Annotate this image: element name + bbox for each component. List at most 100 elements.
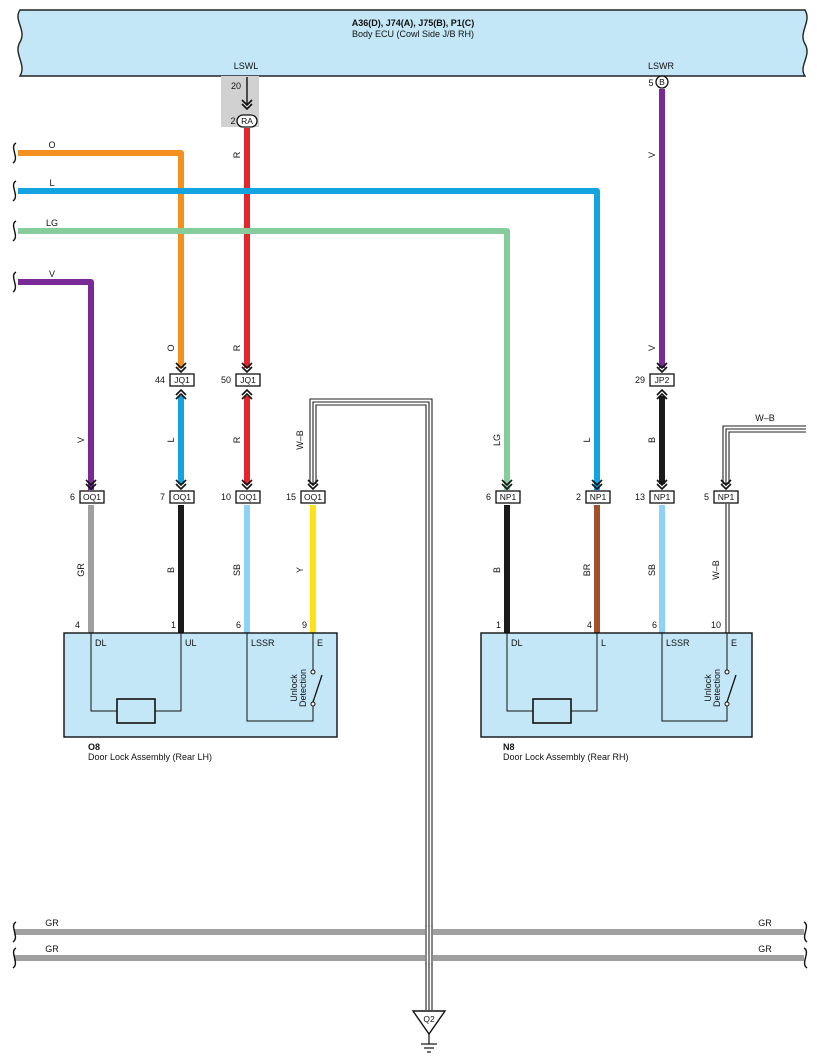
label-v-mid: V bbox=[76, 437, 86, 443]
rh-detection-line2: Detection bbox=[712, 669, 722, 707]
left-input-label-l: L bbox=[49, 178, 54, 188]
rh-pin-3: 6 bbox=[652, 620, 657, 630]
door-lock-assembly-rear-rh: 1 4 6 10 DL L LSSR E Unlock Detection N8… bbox=[480, 620, 753, 762]
jp2-pin: 29 bbox=[635, 375, 645, 385]
junction-connector-jq1-50: JQ1 50 bbox=[221, 362, 261, 400]
oq1-0-pin: 6 bbox=[70, 492, 75, 502]
ground-q2: Q2 bbox=[411, 1010, 447, 1053]
label-wb-right-top: W–B bbox=[755, 413, 775, 423]
wire-violet-left bbox=[18, 279, 94, 490]
np1-0-name: NP1 bbox=[500, 492, 517, 502]
lh-name: Door Lock Assembly (Rear LH) bbox=[88, 752, 212, 762]
label-b-lh: B bbox=[166, 567, 176, 573]
connector-oq1-10: OQ1 10 bbox=[221, 479, 261, 504]
wire-color-labels: R V O R V V L R W–B LG L B W–B GR B SB Y… bbox=[76, 151, 775, 580]
np1-0-pin: 6 bbox=[486, 492, 491, 502]
label-lg-right: LG bbox=[492, 434, 502, 446]
label-y-lh: Y bbox=[295, 567, 305, 573]
bus-1-right-label: GR bbox=[758, 918, 772, 928]
oq1-2-pin: 10 bbox=[221, 492, 231, 502]
np1-3-name: NP1 bbox=[718, 492, 735, 502]
junction-connector-jq1-44: JQ1 44 bbox=[155, 362, 195, 400]
rh-terminal-l: L bbox=[601, 638, 606, 648]
connector-oq1-15: OQ1 15 bbox=[286, 479, 326, 504]
oq1-0-name: OQ1 bbox=[83, 492, 101, 502]
ecu-title: A36(D), J74(A), J75(B), P1(C) bbox=[352, 18, 475, 28]
label-ecu-right: V bbox=[647, 152, 657, 158]
label-wb-mid: W–B bbox=[295, 430, 305, 450]
oq1-1-name: OQ1 bbox=[173, 492, 191, 502]
rh-terminal-e: E bbox=[731, 638, 737, 648]
switch-icon bbox=[726, 674, 737, 703]
lh-pin-3: 6 bbox=[236, 620, 241, 630]
wire-white-black-ground bbox=[309, 398, 433, 1010]
lswr-connector-name: B bbox=[659, 77, 665, 87]
label-gr-lh: GR bbox=[76, 563, 86, 577]
left-input-label-v: V bbox=[49, 269, 55, 279]
bus-2-left-label: GR bbox=[45, 944, 59, 954]
lh-pin-4: 9 bbox=[302, 620, 307, 630]
wire-break-symbols bbox=[12, 142, 17, 293]
lh-detection-line2: Detection bbox=[298, 669, 308, 707]
np1-2-name: NP1 bbox=[654, 492, 671, 502]
jq1-a-name: JQ1 bbox=[174, 375, 190, 385]
body-ecu: A36(D), J74(A), J75(B), P1(C) Body ECU (… bbox=[17, 9, 808, 77]
label-wb-rh: W–B bbox=[711, 560, 721, 580]
np1-2-pin: 13 bbox=[635, 492, 645, 502]
label-o-down: O bbox=[166, 344, 176, 351]
label-sb-lh: SB bbox=[232, 564, 242, 576]
ra-connector: 20 2 RA bbox=[221, 76, 259, 128]
ecu-subtitle: Body ECU (Cowl Side J/B RH) bbox=[352, 29, 474, 39]
rh-detection-line1: Unlock bbox=[703, 674, 713, 702]
junction-connector-jp2-29: JP2 29 bbox=[635, 362, 675, 400]
lh-terminal-ul: UL bbox=[185, 638, 197, 648]
door-lock-assembly-rear-lh: 4 1 6 9 DL UL LSSR E Unlock Detection O8… bbox=[63, 620, 338, 762]
label-v-down: V bbox=[647, 345, 657, 351]
connector-np1-13: NP1 13 bbox=[635, 479, 675, 504]
rh-terminal-lssr: LSSR bbox=[666, 638, 690, 648]
lswr-pin: 5 B bbox=[648, 75, 669, 89]
wire-orange bbox=[18, 150, 184, 368]
rh-name: Door Lock Assembly (Rear RH) bbox=[503, 752, 629, 762]
label-b-right: B bbox=[647, 437, 657, 443]
connector-np1-2: NP1 2 bbox=[576, 479, 611, 504]
np1-1-pin: 2 bbox=[576, 492, 581, 502]
jp2-name: JP2 bbox=[655, 375, 670, 385]
connector-oq1-6: OQ1 6 bbox=[70, 479, 105, 504]
label-b-rh: B bbox=[492, 567, 502, 573]
left-input-label-o: O bbox=[48, 140, 55, 150]
oq1-3-name: OQ1 bbox=[304, 492, 322, 502]
label-sb-rh: SB bbox=[647, 564, 657, 576]
ra-connector-name: RA bbox=[241, 116, 253, 126]
rh-terminal-dl: DL bbox=[511, 638, 523, 648]
jq1-b-name: JQ1 bbox=[240, 375, 256, 385]
oq1-3-pin: 15 bbox=[286, 492, 296, 502]
rh-pin-2: 4 bbox=[587, 620, 592, 630]
lswr-pin-number: 5 bbox=[648, 78, 653, 88]
wire-white-black-right bbox=[722, 425, 806, 633]
rh-pin-4: 10 bbox=[711, 620, 721, 630]
ecu-pin-lswr-label: LSWR bbox=[648, 61, 675, 71]
gray-bus: GR GR GR GR bbox=[12, 918, 808, 969]
wire-light-green bbox=[18, 228, 510, 490]
label-r-mid: R bbox=[232, 436, 242, 443]
label-r-down: R bbox=[232, 344, 242, 351]
lh-pin-1: 4 bbox=[75, 620, 80, 630]
lh-terminal-e: E bbox=[317, 638, 323, 648]
switch-icon bbox=[312, 674, 323, 703]
lh-terminal-lssr: LSSR bbox=[251, 638, 275, 648]
motor-icon bbox=[116, 698, 156, 724]
bus-2-right-label: GR bbox=[758, 944, 772, 954]
lh-code: O8 bbox=[88, 742, 100, 752]
lh-pin-2: 1 bbox=[171, 620, 176, 630]
wire-white-black-crossing bbox=[425, 925, 433, 965]
wire-blue-top bbox=[18, 188, 600, 490]
connector-oq1-7: OQ1 7 bbox=[160, 479, 195, 504]
label-ecu-left: R bbox=[232, 151, 242, 158]
lh-detection-line1: Unlock bbox=[289, 674, 299, 702]
np1-1-name: NP1 bbox=[590, 492, 607, 502]
oq1-1-pin: 7 bbox=[160, 492, 165, 502]
connector-np1-5: NP1 5 bbox=[704, 479, 739, 504]
label-l-mid: L bbox=[166, 437, 176, 442]
